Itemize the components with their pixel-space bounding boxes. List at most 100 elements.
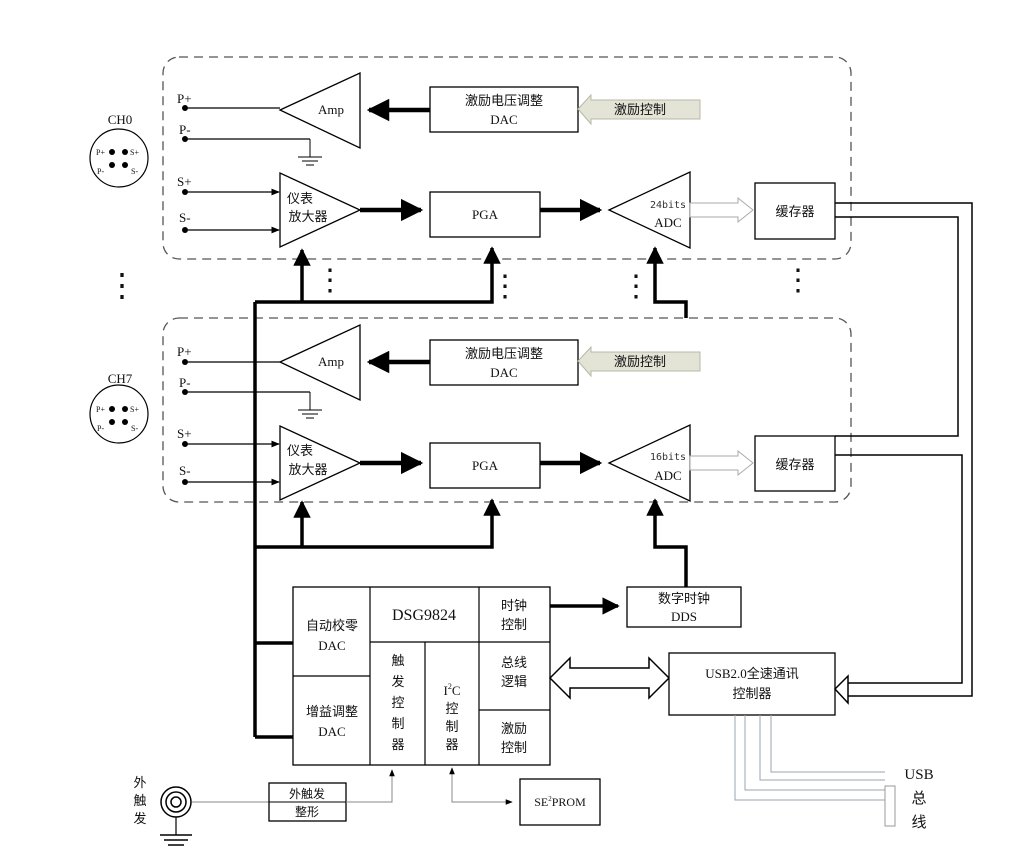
ext-trigger-char: 触 — [133, 793, 146, 808]
controller-dsg9824: DSG9824 自动校零 DAC 增益调整 DAC 触 发 控 制 器 I2C … — [292, 586, 551, 766]
external-trigger: 外 触 发 外触发 整形 — [133, 769, 395, 846]
ch0-excite-ctrl-label: 激励控制 — [614, 102, 666, 117]
eeprom — [519, 778, 601, 826]
ch0-amp — [278, 71, 361, 150]
ch0-pga — [429, 191, 541, 238]
usb-bus-line2: 总 — [911, 790, 926, 807]
ch7-input-label: S- — [179, 463, 191, 478]
ellipsis-mark: ⋮ — [783, 264, 813, 297]
ch0-dashed-frame — [162, 56, 852, 260]
ch7-connector: P+ S+ P- S- — [89, 384, 149, 444]
ch0-adc-label: ADC — [654, 215, 681, 230]
ellipsis-mark: ⋮ — [490, 270, 520, 303]
ch7-pga-label: PGA — [472, 458, 499, 473]
dds-line2: DDS — [671, 609, 697, 624]
excite-ctrl-line1: 激励 — [501, 721, 527, 736]
ch0-ground-icon — [298, 139, 322, 166]
ch0-inamp-line2: 放大器 — [288, 209, 327, 224]
gain-line1: 增益调整 — [306, 704, 358, 719]
ch7-label: CH7 — [108, 371, 133, 386]
clock-ctrl-line1: 时钟 — [501, 598, 527, 613]
bus-logic-line1: 总线 — [501, 655, 527, 670]
ch7-dashed-frame — [162, 317, 852, 503]
i2c-ctrl-char: 制 — [445, 719, 458, 734]
autozero-line2: DAC — [318, 638, 345, 653]
trigger-ctrl-char: 器 — [391, 737, 404, 752]
ch7-ground-icon — [298, 392, 322, 419]
i2c-to-eeprom-line — [451, 768, 513, 805]
channel-ch7: CH7 P+ S+ P- S- P+ P- S+ S- Amp 激励电压调整 — [89, 317, 852, 503]
gain-line2: DAC — [318, 724, 345, 739]
ch7-adc-label: ADC — [654, 468, 681, 483]
ch0-instrument-amp — [279, 171, 362, 249]
trigger-shaper-line1: 外触发 — [289, 786, 325, 801]
ch0-inamp-line1: 仪表 — [287, 191, 313, 206]
ch7-inamp-line2: 放大器 — [288, 462, 327, 477]
ch0-buffer — [754, 182, 836, 240]
ch7-pin-label: S- — [131, 424, 138, 433]
ch0-buffer-label: 缓存器 — [775, 204, 814, 219]
trigger-ctrl-char: 发 — [391, 674, 404, 689]
ch0-input-label: P- — [179, 122, 191, 137]
ch0-connector: P+ S+ P- S- — [89, 128, 149, 188]
ch0-input-label: S+ — [177, 174, 192, 189]
ellipsis-mark: ⋮ — [315, 264, 345, 297]
usb-bus-line3: 线 — [911, 814, 926, 831]
buffer-to-usb-lines — [833, 202, 973, 705]
ch7-input-label: S+ — [177, 426, 192, 441]
usb-controller-line2: 控制器 — [732, 686, 771, 701]
autozero-line1: 自动校零 — [306, 618, 358, 633]
usb-plug-icon — [884, 785, 896, 827]
ch0-input-label: P+ — [177, 91, 192, 106]
excite-ctrl-line2: 控制 — [501, 740, 527, 755]
ch0-pin-label: S+ — [130, 148, 139, 157]
ch0-label: CH0 — [108, 112, 133, 127]
ch7-instrument-amp — [279, 424, 362, 502]
clock-ctrl-line2: 控制 — [501, 617, 527, 632]
trigger-ctrl-char: 控 — [391, 695, 404, 710]
trigger-shaper-line2: 整形 — [295, 804, 319, 819]
usb-bus-line1: USB — [904, 767, 933, 783]
ch7-pga — [429, 442, 541, 489]
channel-ellipsis: ⋮ ⋮ ⋮ ⋮ ⋮ — [106, 264, 813, 303]
ch0-pin-label: P+ — [96, 148, 105, 157]
ch7-buffer — [754, 435, 836, 492]
dds-line1: 数字时钟 — [658, 591, 710, 606]
channel-ch0: CH0 P+ S+ P- S- P+ P- S+ S- Amp — [89, 56, 852, 260]
ch7-buffer-label: 缓存器 — [775, 457, 814, 472]
ch0-excitation-control-arrow — [577, 93, 701, 126]
ch7-pin-label: P- — [97, 424, 104, 433]
i2c-ctrl-char: 控 — [445, 701, 458, 716]
ellipsis-mark: ⋮ — [621, 270, 651, 303]
ch0-pin-label: P- — [97, 167, 104, 176]
eeprom-label: SE2PROM — [534, 795, 586, 809]
i2c-label: I2C — [443, 682, 460, 698]
dds-block — [626, 586, 742, 628]
usb-controller — [668, 652, 836, 716]
ch7-input-terminal — [182, 359, 188, 365]
ch7-dac-line2: DAC — [490, 365, 517, 380]
ch0-input-terminal — [182, 105, 188, 111]
usb-bus-lines — [734, 715, 885, 801]
ch7-input-label: P+ — [177, 344, 192, 359]
ch0-pga-label: PGA — [472, 207, 499, 222]
usb-controller-line1: USB2.0全速通讯 — [705, 666, 799, 681]
ch0-input-terminal — [182, 189, 188, 195]
ch0-amp-label: Amp — [318, 102, 344, 117]
ch0-input-terminal — [182, 136, 188, 142]
control-bus-lines — [253, 246, 688, 739]
ch7-excite-ctrl-label: 激励控制 — [614, 354, 666, 369]
controller-title: DSG9824 — [392, 607, 456, 624]
i2c-ctrl-char: 器 — [445, 737, 458, 752]
bnc-connector-icon — [160, 786, 192, 846]
ch0-adc-bits: 24bits — [650, 200, 686, 211]
bus-logic-line2: 逻辑 — [501, 674, 527, 689]
ch0-input-label: S- — [179, 210, 191, 225]
ch0-dac-line2: DAC — [490, 112, 517, 127]
ch7-input-terminal — [182, 441, 188, 447]
trigger-ctrl-char: 触 — [391, 653, 404, 668]
ext-trigger-char: 外 — [133, 775, 146, 790]
ch7-input-label: P- — [179, 375, 191, 390]
ch7-adc — [607, 423, 691, 503]
ch7-excitation-dac — [429, 339, 579, 386]
